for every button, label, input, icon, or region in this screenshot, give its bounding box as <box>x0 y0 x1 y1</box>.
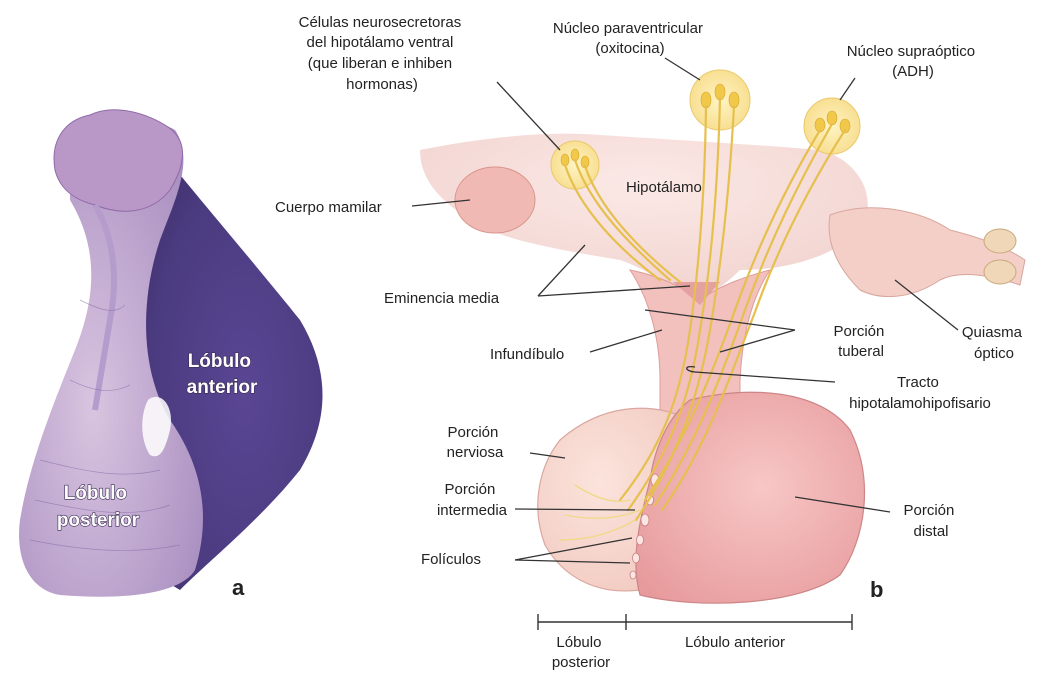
label-hipotalamo: Hipotálamo <box>626 179 702 196</box>
pars-tuberalis-top <box>54 110 182 211</box>
label-lobulo-posterior: Lóbulo posterior <box>552 634 610 671</box>
label-quiasma-optico: Quiasma óptico <box>962 324 1026 362</box>
label-porcion-tuberal: Porción tuberal <box>833 323 888 360</box>
label-lobulo-anterior: Lóbulo anterior <box>685 634 785 651</box>
optic-nerve-2 <box>984 260 1016 284</box>
label-porcion-distal: Porción distal <box>903 502 958 540</box>
optic-nerve-1 <box>984 229 1016 253</box>
panel-b-diagram: Células neurosecretoras del hipotálamo v… <box>275 14 1026 671</box>
label-celulas-neurosecretoras: Células neurosecretoras del hipotálamo v… <box>299 14 466 93</box>
label-cuerpo-mamilar: Cuerpo mamilar <box>275 199 382 216</box>
panel-b-letter: b <box>870 577 883 602</box>
label-infundibulo: Infundíbulo <box>490 346 564 363</box>
lobe-scale-bar <box>538 614 852 630</box>
panel-a-histology: Lóbulo anterior Lóbulo posterior a <box>19 110 322 600</box>
panel-a-letter: a <box>232 575 245 600</box>
label-nucleo-supraoptico: Núcleo supraóptico (ADH) <box>847 43 980 80</box>
label-foliculos: Folículos <box>421 551 481 568</box>
label-tracto: Tracto hipotalamohipofisario <box>849 374 991 412</box>
label-porcion-nerviosa: Porción nerviosa <box>447 424 504 461</box>
label-porcion-intermedia: Porción intermedia <box>437 481 508 519</box>
label-eminencia-media: Eminencia media <box>384 290 500 307</box>
label-nucleo-paraventricular: Núcleo paraventricular (oxitocina) <box>553 20 707 57</box>
